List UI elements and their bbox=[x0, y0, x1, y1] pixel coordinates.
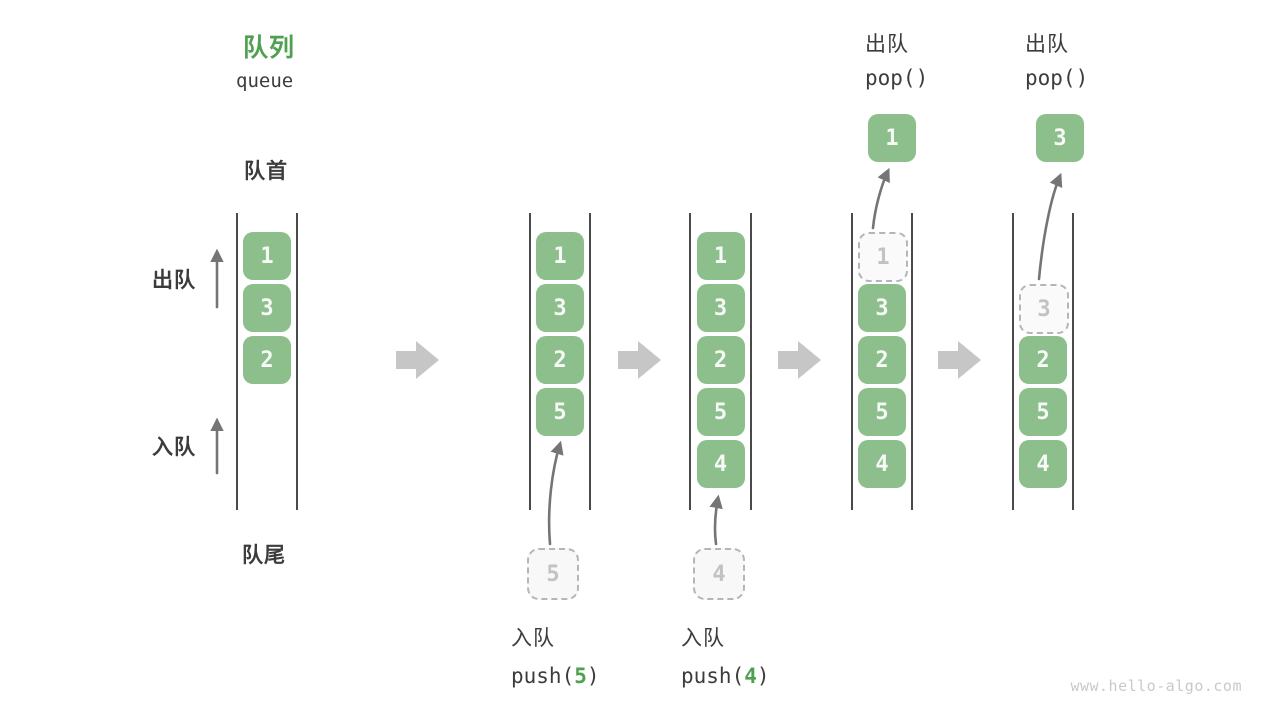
pop-result-cell: 1 bbox=[868, 114, 916, 162]
diagram-title-en: queue bbox=[236, 70, 294, 92]
queue-cell: 2 bbox=[858, 336, 906, 384]
push-label-zh: 入队 bbox=[681, 626, 725, 650]
queue-cell-ghost: 1 bbox=[858, 232, 908, 282]
queue-cell: 1 bbox=[243, 232, 291, 280]
push-operation-label: 入队 push(5) bbox=[511, 622, 600, 688]
queue-cell: 2 bbox=[536, 336, 584, 384]
queue-cell: 4 bbox=[1019, 440, 1067, 488]
queue-cell: 1 bbox=[536, 232, 584, 280]
push-label-code: push(5) bbox=[511, 664, 600, 688]
label-enqueue-side: 入队 bbox=[152, 435, 196, 459]
queue-cell: 5 bbox=[1019, 388, 1067, 436]
pop-operation-label: 出队 pop() bbox=[1025, 34, 1088, 89]
pop-label-code: pop() bbox=[1025, 66, 1089, 90]
queue-cell: 1 bbox=[696, 232, 745, 280]
pop-label-zh: 出队 bbox=[1025, 32, 1069, 56]
push-arg-value: 4 bbox=[744, 664, 757, 688]
diagram-title-zh: 队列 bbox=[243, 33, 296, 62]
queue-cell: 3 bbox=[858, 284, 906, 332]
queue-rails bbox=[236, 213, 1074, 510]
queue-cell: 5 bbox=[858, 388, 906, 436]
queue-cell: 4 bbox=[858, 440, 906, 488]
queue-cell: 5 bbox=[696, 388, 745, 436]
queue-cell: 5 bbox=[536, 388, 584, 436]
push-arg-value: 5 bbox=[574, 664, 587, 688]
pop-label-code: pop() bbox=[865, 66, 929, 90]
queue-cell: 2 bbox=[243, 336, 291, 384]
push-label-zh: 入队 bbox=[511, 626, 555, 650]
pop-operation-label: 出队 pop() bbox=[865, 34, 928, 89]
queue-cell: 3 bbox=[696, 284, 745, 332]
push-source-cell: 5 bbox=[527, 548, 579, 600]
queue-cell: 3 bbox=[243, 284, 291, 332]
push-operation-label: 入队 push(4) bbox=[681, 622, 770, 688]
queue-cell: 2 bbox=[1019, 336, 1067, 384]
step-arrow-icons bbox=[396, 341, 981, 379]
queue-cell: 2 bbox=[696, 336, 745, 384]
label-queue-rear: 队尾 bbox=[242, 543, 286, 567]
watermark: www.hello-algo.com bbox=[1070, 677, 1242, 695]
pop-label-zh: 出队 bbox=[865, 32, 909, 56]
operation-arrows bbox=[547, 167, 1063, 546]
label-dequeue-side: 出队 bbox=[152, 268, 196, 292]
pop-result-cell: 3 bbox=[1036, 114, 1084, 162]
queue-cell: 3 bbox=[536, 284, 584, 332]
queue-cell: 4 bbox=[696, 440, 745, 488]
queue-cell-ghost: 3 bbox=[1019, 284, 1069, 334]
label-queue-front: 队首 bbox=[244, 159, 288, 183]
push-source-cell: 4 bbox=[693, 548, 745, 600]
push-label-code: push(4) bbox=[681, 664, 770, 688]
